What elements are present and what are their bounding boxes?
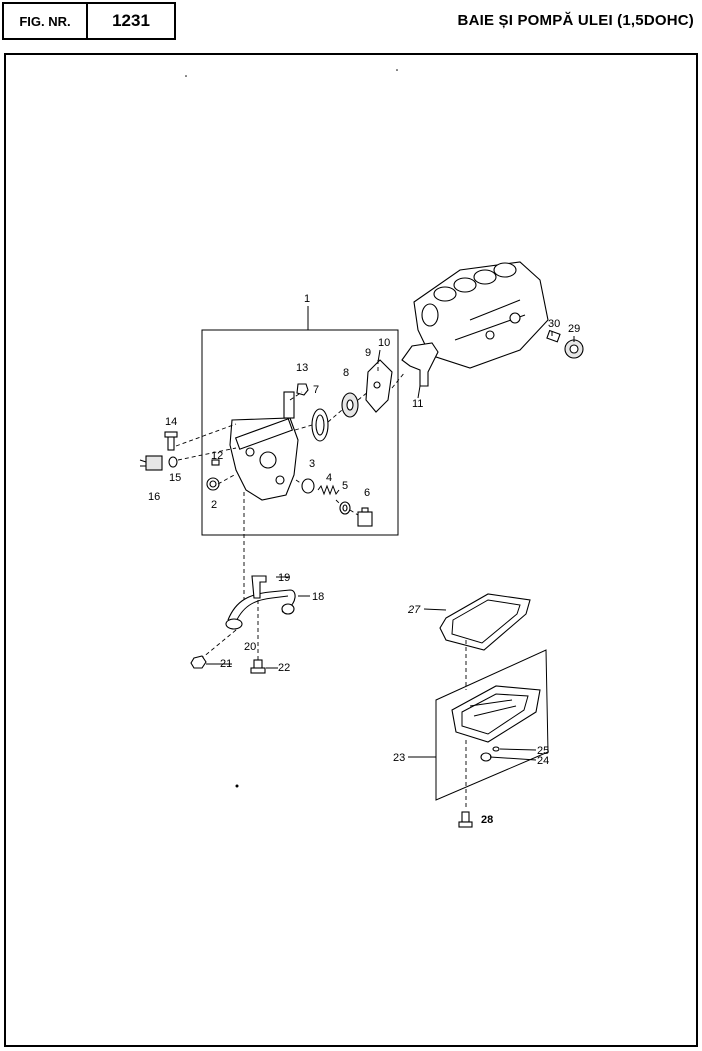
bolt-part-28 bbox=[458, 811, 473, 828]
callout-9: 9 bbox=[365, 347, 371, 359]
assembly-lines-pipe bbox=[201, 600, 259, 660]
callout-25: 25 bbox=[537, 745, 549, 757]
oring-part-15 bbox=[168, 456, 178, 468]
callout-18: 18 bbox=[312, 591, 324, 603]
callout-12: 12 bbox=[211, 450, 223, 462]
relief-plunger-part-3 bbox=[301, 478, 315, 494]
callout-15: 15 bbox=[169, 472, 181, 484]
oil-pump-body bbox=[229, 391, 299, 501]
washer-part-5 bbox=[339, 501, 351, 515]
bolt-part-14 bbox=[164, 431, 178, 451]
key-part-12 bbox=[211, 459, 220, 466]
oil-pan-group-box bbox=[435, 649, 549, 801]
callout-20: 20 bbox=[244, 641, 256, 653]
callout-29: 29 bbox=[568, 323, 580, 335]
callout-16: 16 bbox=[148, 491, 160, 503]
oil-pump-group-box bbox=[201, 306, 399, 536]
callout-14: 14 bbox=[165, 416, 177, 428]
page-title: BAIE ȘI POMPĂ ULEI (1,5DOHC) bbox=[457, 12, 694, 29]
oil-pickup-pipe-part-18 bbox=[227, 589, 296, 627]
callout-13: 13 bbox=[296, 362, 308, 374]
washer-part-25 bbox=[492, 746, 500, 752]
inner-rotor-part-8 bbox=[341, 392, 359, 418]
strainer-part-20 bbox=[225, 618, 243, 630]
gear-ring-part-7 bbox=[311, 408, 329, 442]
bolt-part-22 bbox=[250, 659, 266, 674]
seal-part-2 bbox=[206, 477, 220, 491]
callout-11: 11 bbox=[412, 398, 423, 410]
bracket-part-11 bbox=[401, 342, 439, 387]
engine-block bbox=[413, 261, 549, 369]
print-speck bbox=[185, 75, 187, 77]
gasket-part-27 bbox=[439, 593, 531, 651]
callout-23: 23 bbox=[393, 752, 405, 764]
callout-6: 6 bbox=[364, 487, 370, 499]
oil-filter-part-29 bbox=[564, 339, 584, 359]
callout-10: 10 bbox=[378, 337, 390, 349]
plug-part-30 bbox=[546, 329, 561, 343]
figure-label: FIG. NR. bbox=[4, 4, 88, 38]
callout-27: 27 bbox=[407, 604, 421, 616]
callout-4: 4 bbox=[326, 472, 332, 484]
print-speck bbox=[235, 784, 239, 788]
bracket-part-19 bbox=[251, 575, 267, 599]
callout-21: 21 bbox=[220, 658, 232, 670]
callout-28: 28 bbox=[481, 814, 493, 826]
nut-part-21 bbox=[190, 655, 207, 669]
leader-lines bbox=[206, 331, 575, 761]
figure-number: 1231 bbox=[112, 11, 150, 30]
diagram-frame bbox=[4, 53, 698, 1047]
oil-pan-part-23 bbox=[451, 685, 541, 743]
plug-part-6 bbox=[357, 507, 373, 527]
callout-3: 3 bbox=[309, 458, 315, 470]
callout-7: 7 bbox=[313, 384, 319, 396]
cover-plate-part-9 bbox=[365, 359, 393, 413]
nut-part-13 bbox=[296, 383, 309, 396]
print-speck bbox=[396, 69, 398, 71]
callout-1: 1 bbox=[304, 293, 310, 305]
sensor-part-16 bbox=[139, 455, 163, 471]
callout-8: 8 bbox=[343, 367, 349, 379]
callout-24: 24 bbox=[537, 755, 549, 767]
callout-22: 22 bbox=[278, 662, 290, 674]
callout-30: 30 bbox=[548, 318, 560, 330]
callout-5: 5 bbox=[342, 480, 348, 492]
callout-2: 2 bbox=[211, 499, 217, 511]
relief-spring-part-4 bbox=[317, 484, 340, 496]
drain-plug-part-24 bbox=[480, 752, 492, 762]
figure-number-box: FIG. NR. 1231 bbox=[2, 2, 176, 40]
assembly-lines-pump bbox=[175, 360, 406, 600]
callout-19: 19 bbox=[278, 572, 290, 584]
